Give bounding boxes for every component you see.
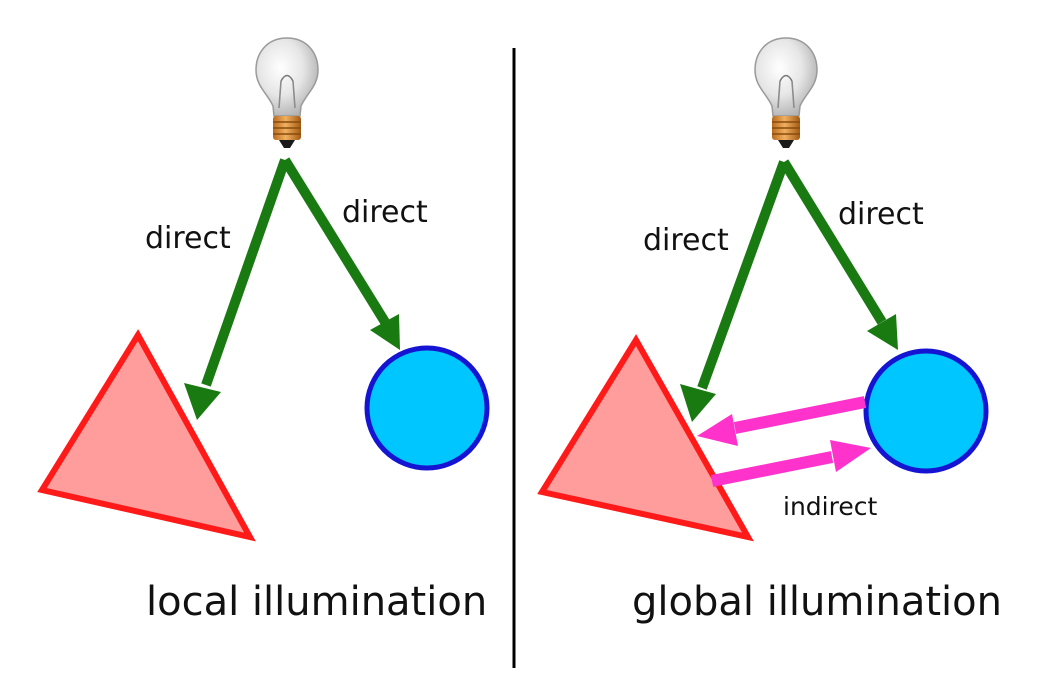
direct-arrow-left <box>184 158 290 420</box>
direct-label-left: direct <box>145 221 231 256</box>
panel-title-local: local illumination <box>146 579 487 625</box>
direct-label-left: direct <box>643 223 729 258</box>
direct-label-right: direct <box>838 197 924 232</box>
circle-object <box>863 348 989 474</box>
light-bulb-icon <box>754 37 818 149</box>
indirect-label: indirect <box>783 492 877 521</box>
panel-title-global: global illumination <box>632 579 1002 625</box>
direct-arrow-left <box>680 160 789 422</box>
triangle-object <box>537 334 754 542</box>
light-bulb-icon <box>255 37 319 149</box>
triangle-object <box>37 329 256 542</box>
indirect-arrow-to-triangle <box>697 396 867 446</box>
global-panel: direct direct indirect global illuminati… <box>537 37 1002 625</box>
direct-arrow-right <box>779 159 898 350</box>
circle-object <box>364 345 490 471</box>
local-panel: direct direct local illumination <box>37 37 490 625</box>
indirect-arrow-to-circle <box>710 440 871 487</box>
direct-label-right: direct <box>342 195 428 230</box>
direct-arrow-right <box>280 157 400 350</box>
